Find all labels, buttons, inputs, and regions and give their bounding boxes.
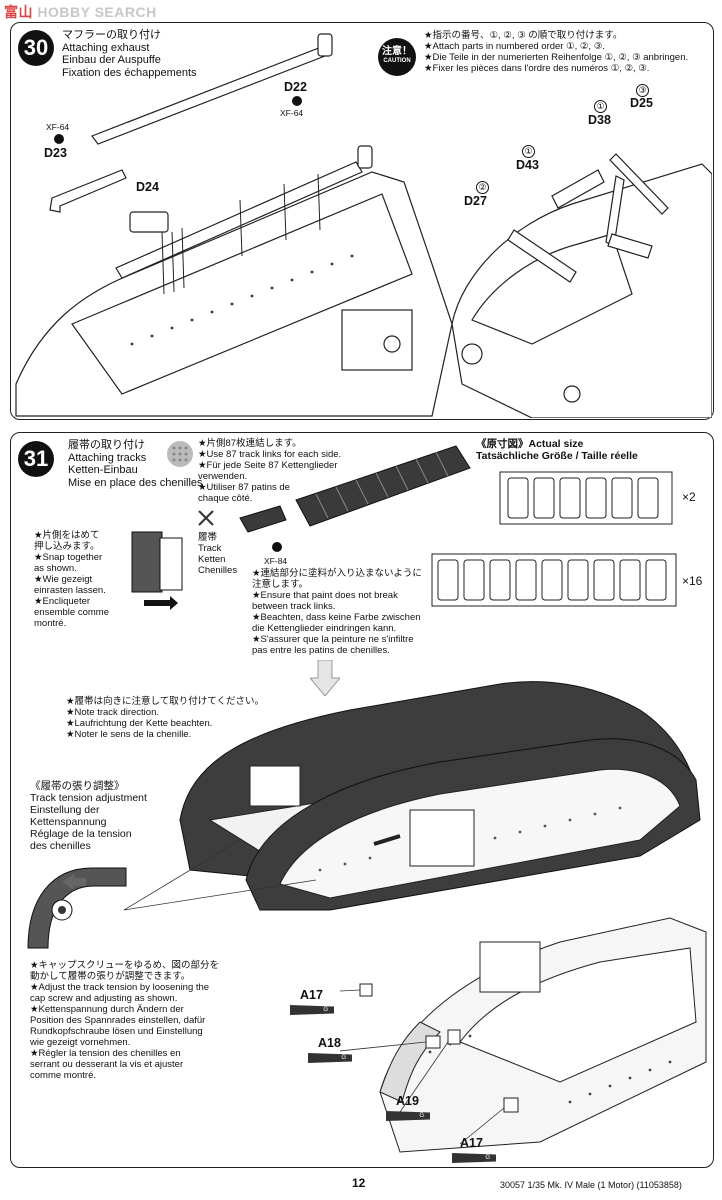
paint-d22: XF-64 — [280, 108, 304, 118]
step-30-panel — [10, 22, 714, 420]
step-31-badge: 31 — [18, 441, 54, 477]
order-num-d38: ① — [594, 100, 607, 113]
tension-notes: ★キャップスクリューをゆるめ、図の部分を 動かして履帯の張りが調整できます。 ★… — [30, 960, 220, 1081]
label-a17-bottom: A17 — [460, 1136, 483, 1150]
hull-side — [279, 768, 681, 899]
track-link-a — [131, 531, 163, 593]
order-num-d43: ① — [522, 145, 535, 158]
sponson-right — [409, 809, 475, 867]
order-num-d25: ③ — [636, 84, 649, 97]
tension-detail-illustration — [27, 867, 127, 949]
paint-drop-d22 — [292, 96, 302, 106]
road-wheel — [563, 385, 581, 403]
chip-a17-top: G — [290, 1005, 334, 1015]
chip-a17-bottom: G — [452, 1153, 496, 1163]
cap-screw — [58, 906, 66, 914]
sponson-left — [341, 309, 413, 371]
snap-notes: ★片側をはめて 押し込みます。 ★Snap together as shown.… — [34, 530, 109, 629]
lower-hull-side — [459, 947, 697, 1083]
part-a17-bottom — [503, 1097, 519, 1113]
label-d43: D43 — [516, 158, 539, 172]
chip-a19: G — [386, 1111, 430, 1121]
label-a19: A19 — [396, 1094, 419, 1108]
leader-lines — [123, 839, 317, 911]
actual-size-strip-2 — [431, 553, 677, 607]
step-30-badge: 30 — [18, 30, 54, 66]
cross-tools-icon — [198, 510, 214, 526]
page-number: 12 — [352, 1176, 366, 1190]
lower-sponson — [479, 941, 541, 993]
step-30-illustration — [15, 33, 712, 418]
paint-track: XF-84 — [264, 556, 288, 566]
track-label: 履帯 Track Ketten Chenilles — [198, 532, 238, 576]
label-a17-top: A17 — [300, 988, 323, 1002]
hull-left-roof — [71, 193, 413, 395]
track-strip-illustration — [239, 445, 471, 533]
label-d23: D23 — [44, 146, 67, 160]
step-31-panel — [10, 432, 714, 1168]
label-d22: D22 — [284, 80, 307, 94]
direction-notes: ★履帯は向きに注意して取り付けてください。 ★Note track direct… — [66, 696, 264, 740]
part-a18 — [425, 1035, 441, 1049]
snap-illustration — [131, 531, 183, 610]
track-count-notes: ★片側87枚連結します。 ★Use 87 track links for eac… — [198, 438, 342, 504]
muffler-cap — [357, 145, 373, 169]
part-d25 — [609, 153, 669, 215]
exhaust-cap — [317, 33, 333, 57]
sponson-left-main — [249, 765, 301, 807]
adjust-arrow-icon — [62, 874, 86, 890]
label-a18: A18 — [318, 1036, 341, 1050]
lower-tank-illustration — [340, 917, 707, 1153]
part-a17-top — [359, 983, 373, 997]
watermark: 富山 HOBBY SEARCH — [4, 4, 157, 20]
tank-with-tracks-illustration — [179, 681, 701, 911]
product-code: 30057 1/35 Mk. IV Male (1 Motor) (110538… — [500, 1180, 682, 1190]
muffler-d24 — [115, 161, 363, 279]
paint-notes: ★連結部分に塗料が入り込まないように 注意します。 ★Ensure that p… — [252, 568, 422, 656]
label-d27: D27 — [464, 194, 487, 208]
label-d24: D24 — [136, 180, 159, 194]
part-a19 — [447, 1029, 461, 1045]
down-arrow-icon — [310, 660, 340, 696]
gun-mount-left — [383, 335, 401, 353]
arrow-right-icon — [144, 596, 178, 610]
muffler-bracket — [129, 211, 169, 233]
track-link-single — [239, 505, 287, 533]
exhaust-pipe-d22 — [91, 45, 331, 145]
multiplier-2: ×16 — [682, 574, 703, 588]
step-31-title: 履帯の取り付け Attaching tracks Ketten-Einbau M… — [68, 439, 203, 489]
multiplier-1: ×2 — [682, 490, 696, 504]
order-notes: ★指示の番号、①, ②, ③ の順で取り付けます。 ★Attach parts … — [424, 30, 689, 74]
track-links-bundle-icon — [167, 441, 193, 467]
chip-a18: G — [308, 1053, 352, 1063]
step-30-title: マフラーの取り付け Attaching exhaust Einbau der A… — [62, 29, 197, 79]
label-d25: D25 — [630, 96, 653, 110]
actual-size-strip-1 — [499, 471, 673, 525]
tension-title: 《履帯の張り調整》 Track tension adjustment Einst… — [30, 780, 147, 852]
part-bracket-right — [607, 233, 653, 259]
track-curve — [27, 867, 127, 949]
part-d27 — [507, 229, 577, 283]
paint-drop-track — [272, 542, 282, 552]
actual-size-title: 《原寸図》Actual size Tatsächliche Größe / Ta… — [476, 438, 638, 462]
exhaust-pipe-d23 — [49, 169, 127, 213]
paint-d23: XF-64 — [46, 122, 70, 132]
paint-drop-d23 — [54, 134, 64, 144]
label-d38: D38 — [588, 113, 611, 127]
order-num-d27: ② — [476, 181, 489, 194]
part-d43 — [551, 169, 605, 209]
caution-badge: 注意！ CAUTION — [378, 38, 416, 76]
track-link-b — [159, 537, 183, 591]
sponson-gun — [373, 834, 401, 846]
idler-wheel — [461, 343, 483, 365]
